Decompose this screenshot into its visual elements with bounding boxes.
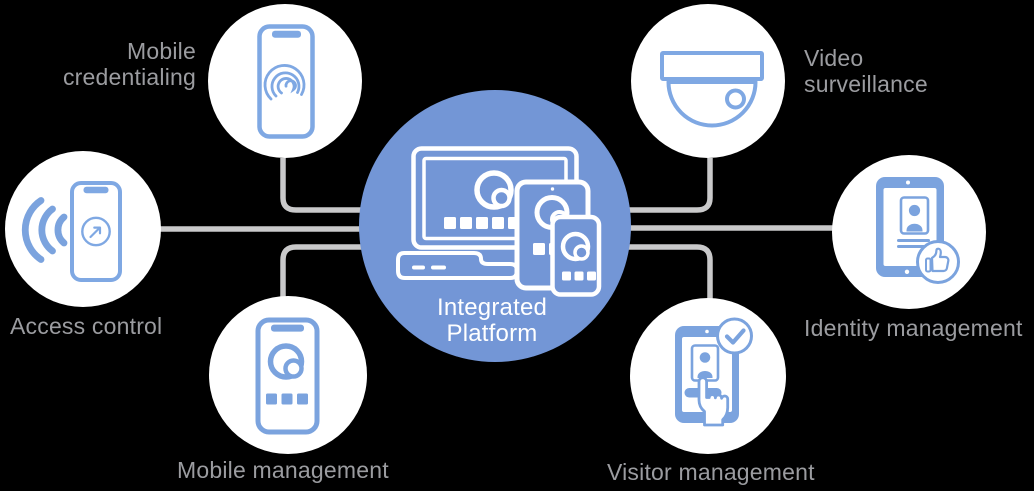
tablet-checkin-hand-icon [675,317,753,427]
connectors [160,158,834,303]
label-identity-management: Identity management [804,315,1023,341]
connector-mobile-credentialing [280,158,370,213]
label-mobile-management: Mobile management [177,457,389,483]
camera-lens [725,88,746,110]
checkmark-glyph [724,328,746,345]
label-access-control: Access control [10,313,163,339]
phone-fingerprint-icon [257,24,315,139]
wireless-signal-waves [21,197,68,263]
center-platform-label: Integrated Platform [436,294,548,347]
fingerprint-glyph [263,64,306,101]
label-video-surveillance: Video surveillance [804,45,928,97]
label-mobile-credentialing: Mobile credentialing [62,38,196,90]
tablet-id-thumbsup-icon [876,177,960,284]
connector-video-surveillance [625,158,713,213]
label-visitor-management: Visitor management [607,459,815,485]
dome-camera-icon [660,51,764,128]
phone-wireless-icon [21,181,122,282]
brand-logo-icon [267,343,305,380]
laptop-tablet-phone-devices-icon [396,146,602,297]
thumbs-up-glyph [930,247,950,273]
tap-arrow-glyph [89,226,102,239]
brand-logo-icon [474,170,514,210]
connector-mobile-management [280,244,370,300]
check-badge [716,317,753,355]
connector-visitor-management [625,244,713,303]
laptop-screen-squares [444,217,520,229]
phone-logo-icon [255,317,320,435]
pointing-hand-glyph [697,376,730,427]
